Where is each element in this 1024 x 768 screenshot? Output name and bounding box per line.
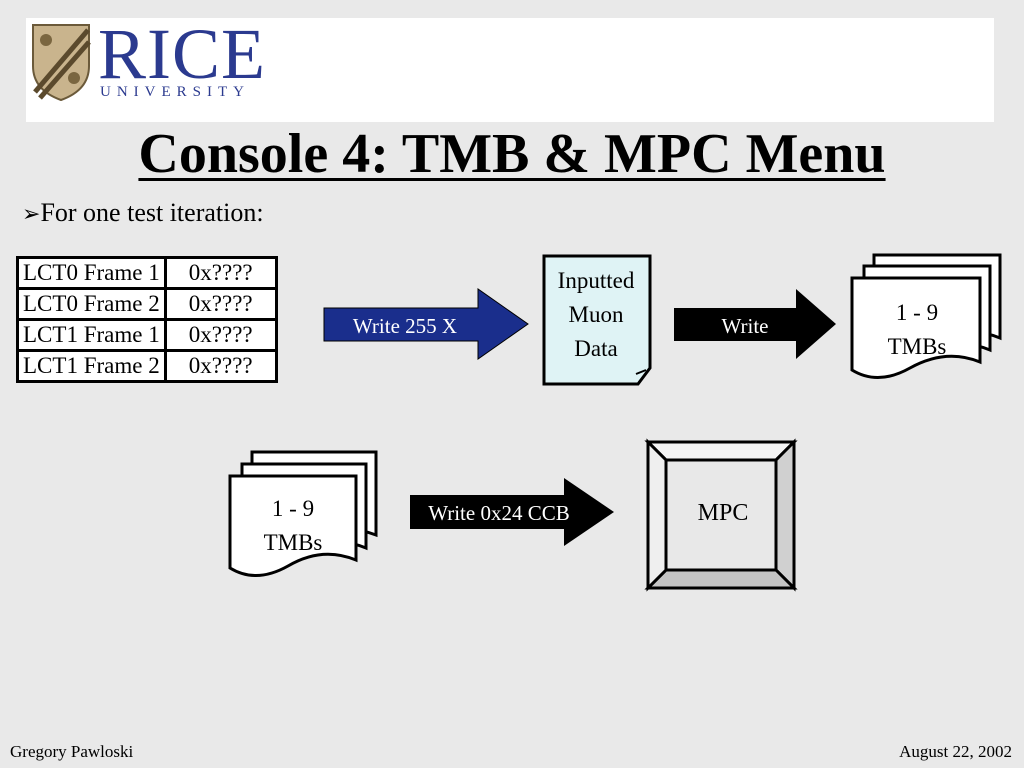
- tmbs-stack-1: [850, 253, 1002, 380]
- tmbs-line: TMBs: [887, 334, 947, 359]
- tmbs-stack-2: [228, 450, 378, 578]
- register-label: LCT1 Frame 1: [16, 318, 167, 352]
- write-ccb-arrow: [410, 478, 614, 546]
- university-wordmark: UNIVERSITY: [100, 84, 250, 100]
- register-label: LCT0 Frame 2: [16, 287, 167, 321]
- register-value: 0x????: [163, 256, 278, 290]
- register-value: 0x????: [163, 349, 278, 383]
- logo-banner: [26, 18, 994, 122]
- write-255-arrow: [323, 288, 529, 360]
- register-table: LCT0 Frame 1 0x???? LCT0 Frame 2 0x???? …: [16, 256, 278, 383]
- muon-line: Data: [574, 336, 618, 361]
- register-value: 0x????: [163, 287, 278, 321]
- write-arrow: [674, 289, 836, 359]
- table-row: LCT0 Frame 1 0x????: [16, 256, 278, 290]
- tmbs-line: 1 - 9: [895, 300, 939, 325]
- write-ccb-label: Write 0x24 CCB: [428, 501, 570, 525]
- bullet-text: For one test iteration:: [40, 198, 264, 227]
- muon-data-document: [542, 254, 652, 386]
- slide-title: Console 4: TMB & MPC Menu: [138, 123, 886, 185]
- muon-line: Muon: [568, 302, 624, 327]
- bullet-arrow-icon: ➢: [22, 202, 41, 227]
- tmbs-line: 1 - 9: [271, 496, 315, 521]
- write-255-label: Write 255 X: [352, 314, 458, 338]
- table-row: LCT0 Frame 2 0x????: [16, 287, 278, 321]
- tmbs-2-text: 1 - 9 TMBs: [230, 492, 356, 560]
- footer-author: Gregory Pawloski: [10, 742, 134, 761]
- write-label: Write: [721, 314, 769, 338]
- muon-data-text: Inputted Muon Data: [546, 264, 646, 366]
- register-label: LCT0 Frame 1: [16, 256, 167, 290]
- rice-wordmark: RICE: [98, 14, 267, 94]
- register-label: LCT1 Frame 2: [16, 349, 167, 383]
- mpc-box: [644, 438, 798, 592]
- table-row: LCT1 Frame 1 0x????: [16, 318, 278, 352]
- footer-date: August 22, 2002: [899, 742, 1012, 761]
- register-value: 0x????: [163, 318, 278, 352]
- bullet-point: ➢For one test iteration:: [22, 198, 264, 228]
- muon-line: Inputted: [557, 268, 635, 293]
- mpc-label: MPC: [697, 500, 749, 526]
- tmbs-1-text: 1 - 9 TMBs: [852, 296, 982, 364]
- rice-shield-icon: [32, 24, 91, 102]
- tmbs-line: TMBs: [263, 530, 323, 555]
- table-row: LCT1 Frame 2 0x????: [16, 349, 278, 383]
